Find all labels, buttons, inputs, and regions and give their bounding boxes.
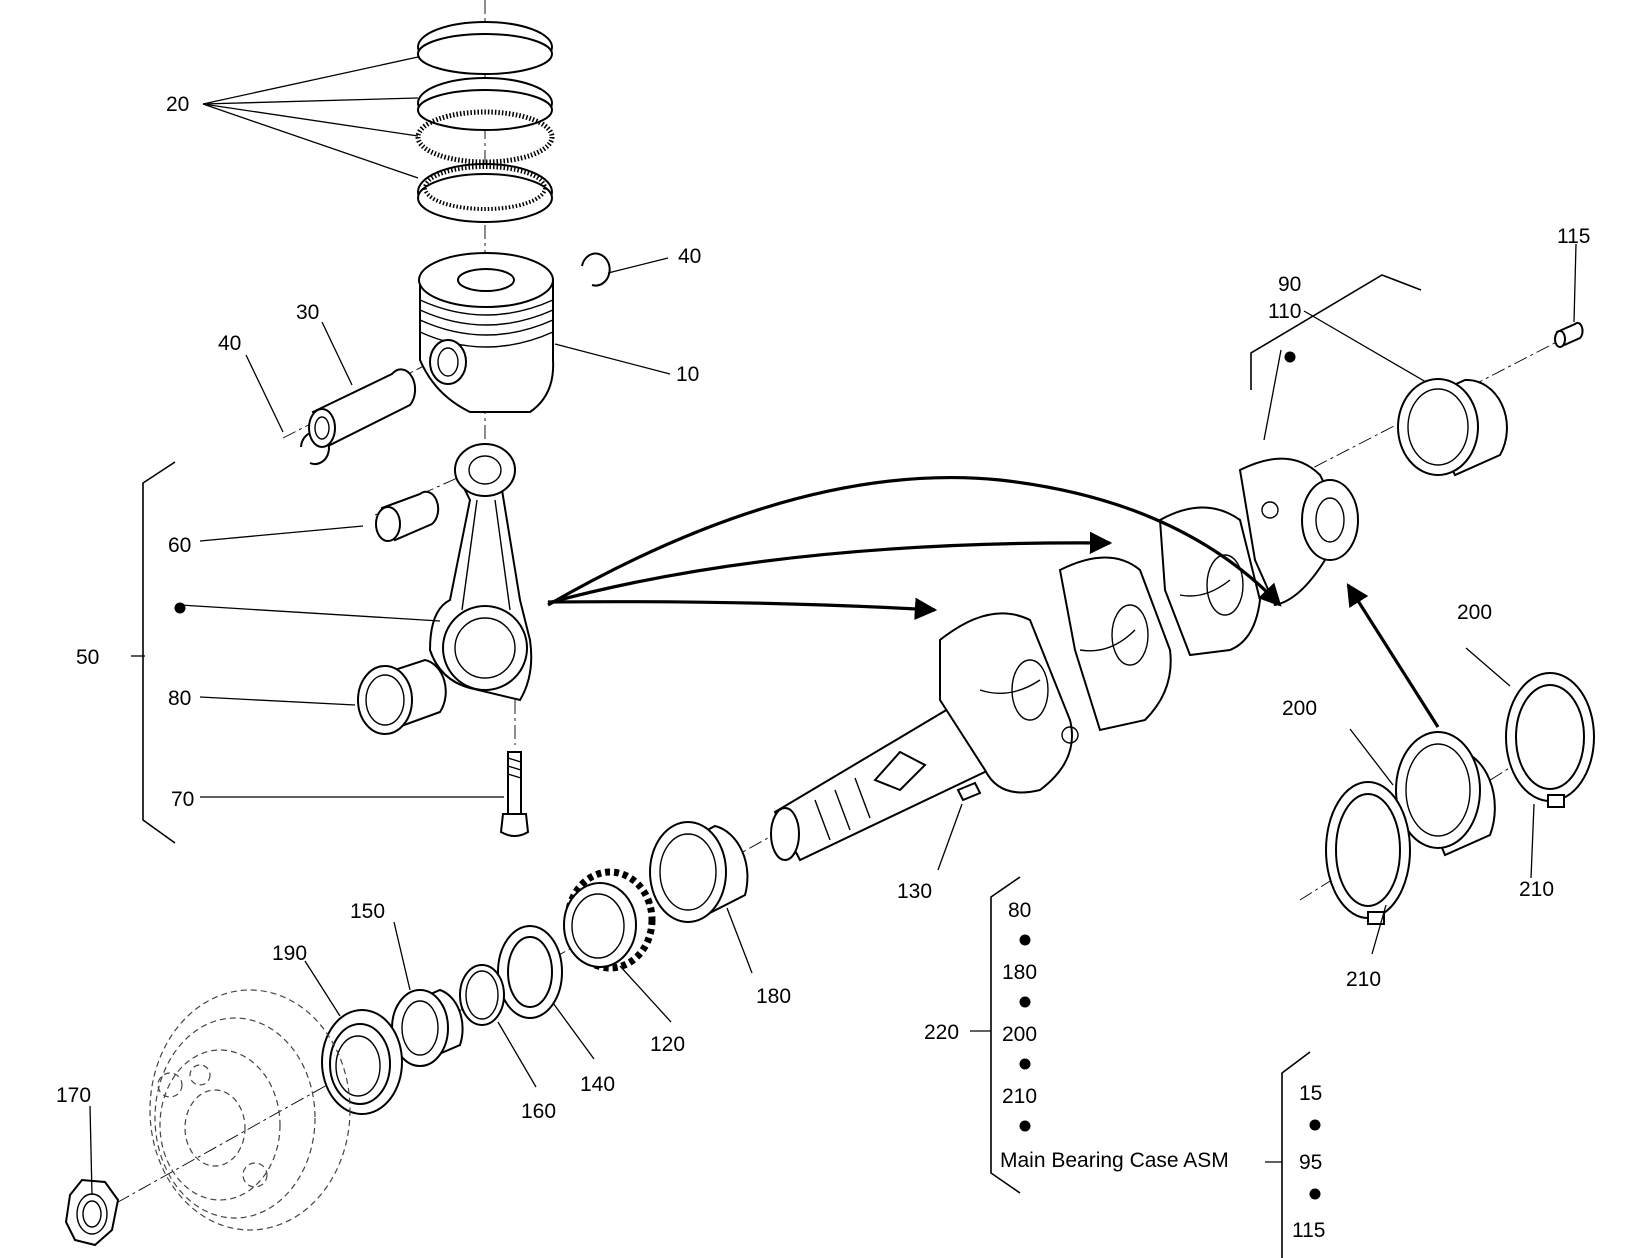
callout-180: 180	[756, 985, 791, 1008]
dowel-pin[interactable]	[1554, 321, 1584, 348]
callout-60: 60	[168, 534, 191, 557]
callout-90: 90	[1278, 273, 1301, 296]
callout-labels: 20 40 10 30 40 60 50 80 70 115 90 110 20…	[56, 93, 1590, 1123]
crank-gear[interactable]	[563, 868, 656, 972]
piston-rings[interactable]	[415, 21, 555, 223]
callout-40-right: 40	[678, 245, 701, 268]
kit-220-item-3: 200	[1002, 1023, 1037, 1046]
callout-80: 80	[168, 687, 191, 710]
main-bearing-kit-list: 15 95 115	[1292, 1082, 1325, 1242]
crank-pulley-reference	[149, 989, 351, 1231]
bracket-220	[970, 876, 1021, 1194]
callout-10: 10	[676, 363, 699, 386]
main-bearing-kit-item-1: 15	[1299, 1082, 1322, 1105]
bracket-50	[142, 461, 176, 844]
callout-190: 190	[272, 942, 307, 965]
bullet-dots	[174, 351, 1321, 1200]
kit-220-item-2: 180	[1002, 961, 1037, 984]
main-bearing-rear[interactable]	[1397, 378, 1508, 477]
kit-220-item-1: 80	[1008, 899, 1031, 922]
thrust-washer-rear[interactable]	[1505, 672, 1595, 808]
callout-30: 30	[296, 301, 319, 324]
callout-40-left: 40	[218, 332, 241, 355]
center-lines	[94, 0, 1581, 1216]
main-bearing-kit-item-2: 95	[1299, 1151, 1322, 1174]
callout-200-front: 200	[1282, 697, 1317, 720]
thrust-washer-gear[interactable]	[497, 925, 563, 1019]
main-bearing-kit-item-3: 115	[1292, 1219, 1325, 1242]
callout-70: 70	[171, 788, 194, 811]
callout-115: 115	[1557, 225, 1590, 248]
bracket-90	[1250, 274, 1422, 390]
callout-50: 50	[76, 646, 99, 669]
assembly-arrows	[547, 475, 1440, 728]
crankshaft[interactable]	[770, 457, 1359, 862]
callout-120: 120	[650, 1033, 685, 1056]
snap-ring-right[interactable]	[581, 252, 611, 287]
callout-210-front: 210	[1346, 968, 1381, 991]
small-end-bushing[interactable]	[375, 490, 440, 542]
kit-220-list: 80 180 200 210 Main Bearing Case ASM	[1000, 899, 1229, 1172]
crank-nut[interactable]	[64, 1178, 120, 1247]
kit-220-assembly-label: Main Bearing Case ASM	[1000, 1149, 1229, 1172]
piston-pin[interactable]	[308, 368, 417, 448]
leader-lines	[89, 56, 1577, 1196]
rod-bolt[interactable]	[499, 751, 530, 837]
woodruff-key[interactable]	[956, 781, 982, 802]
callout-130: 130	[897, 880, 932, 903]
callout-200-rear: 200	[1457, 601, 1492, 624]
callout-110: 110	[1268, 300, 1301, 323]
callout-150: 150	[350, 900, 385, 923]
o-ring[interactable]	[459, 964, 505, 1026]
main-bearing-front[interactable]	[1395, 731, 1496, 857]
kit-220-item-4: 210	[1002, 1085, 1037, 1108]
connecting-rod[interactable]	[428, 443, 533, 702]
callout-160: 160	[521, 1100, 556, 1123]
callout-20: 20	[166, 93, 189, 116]
front-main-bearing[interactable]	[649, 821, 749, 923]
thrust-washer-front[interactable]	[1325, 781, 1411, 925]
big-end-bearing[interactable]	[357, 658, 447, 735]
spacer-collar[interactable]	[391, 988, 464, 1067]
callout-210-rear: 210	[1519, 878, 1554, 901]
callout-220: 220	[924, 1021, 959, 1044]
callout-140: 140	[580, 1073, 615, 1096]
bracket-main-bearing	[1265, 1051, 1311, 1258]
callout-170: 170	[56, 1084, 91, 1107]
piston[interactable]	[418, 252, 555, 413]
oil-seal[interactable]	[321, 1009, 403, 1115]
